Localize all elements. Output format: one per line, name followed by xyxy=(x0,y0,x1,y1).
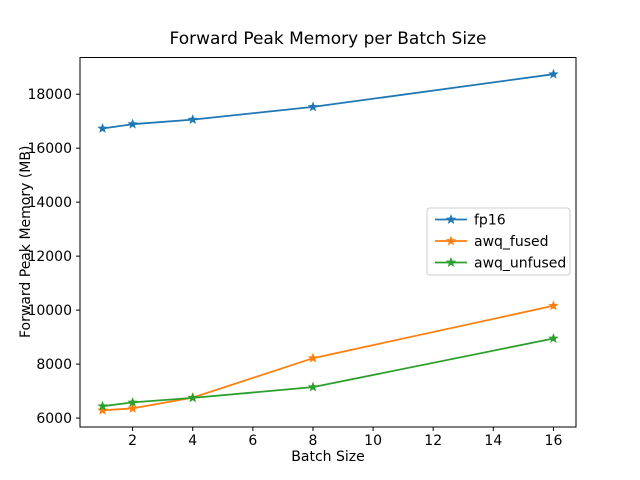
x-tick-label: 2 xyxy=(128,433,137,449)
series-marker-fp16 xyxy=(127,118,138,129)
x-tick-label: 16 xyxy=(545,433,563,449)
legend-box xyxy=(426,207,571,276)
x-tick-label: 6 xyxy=(248,433,257,449)
y-tick-label: 14000 xyxy=(27,195,72,211)
series-marker-awq_unfused xyxy=(97,400,108,411)
series-marker-awq_fused xyxy=(548,300,559,311)
series-marker-awq_fused xyxy=(97,404,108,415)
legend-marker-awq_fused xyxy=(445,235,457,246)
series-marker-awq_unfused xyxy=(127,396,138,407)
x-tick-label: 4 xyxy=(188,433,197,449)
series-marker-awq_fused xyxy=(307,352,319,363)
series-line-awq_unfused xyxy=(102,337,554,408)
series-marker-fp16 xyxy=(187,114,198,125)
y-tick-label: 6000 xyxy=(36,411,72,427)
y-tick-label: 18000 xyxy=(27,87,72,103)
y-tick-label: 16000 xyxy=(27,141,72,157)
chart-title: Forward Peak Memory per Batch Size xyxy=(169,29,487,49)
y-tick-label: 12000 xyxy=(27,249,72,265)
x-tick-label: 14 xyxy=(484,433,502,449)
legend-label-awq_fused: awq_fused xyxy=(474,234,549,250)
legend-label-awq_unfused: awq_unfused xyxy=(474,256,566,272)
legend-marker-fp16 xyxy=(445,214,457,224)
y-tick-label: 8000 xyxy=(36,357,72,373)
series-marker-awq_unfused xyxy=(307,381,319,392)
y-tick-label: 10000 xyxy=(27,303,72,319)
x-axis-label: Batch Size xyxy=(291,449,365,465)
series-marker-awq_unfused xyxy=(187,392,198,403)
series-marker-fp16 xyxy=(97,122,108,133)
x-tick-label: 12 xyxy=(424,433,442,449)
legend-label-fp16: fp16 xyxy=(474,213,506,229)
y-axis-label: Forward Peak Memory (MB) xyxy=(18,145,34,339)
series-line-fp16 xyxy=(102,73,554,130)
legend-marker-awq_unfused xyxy=(445,257,457,267)
x-tick-label: 10 xyxy=(364,433,382,449)
x-tick-label: 8 xyxy=(309,433,318,449)
axes-frame xyxy=(79,57,577,428)
legend: fp16 awq_fused awq_unfused xyxy=(426,207,571,276)
series-marker-fp16 xyxy=(548,68,559,79)
series-marker-awq_unfused xyxy=(548,332,559,343)
series-marker-fp16 xyxy=(307,101,319,112)
series-line-awq_fused xyxy=(102,304,554,412)
series-marker-awq_fused xyxy=(127,402,138,413)
